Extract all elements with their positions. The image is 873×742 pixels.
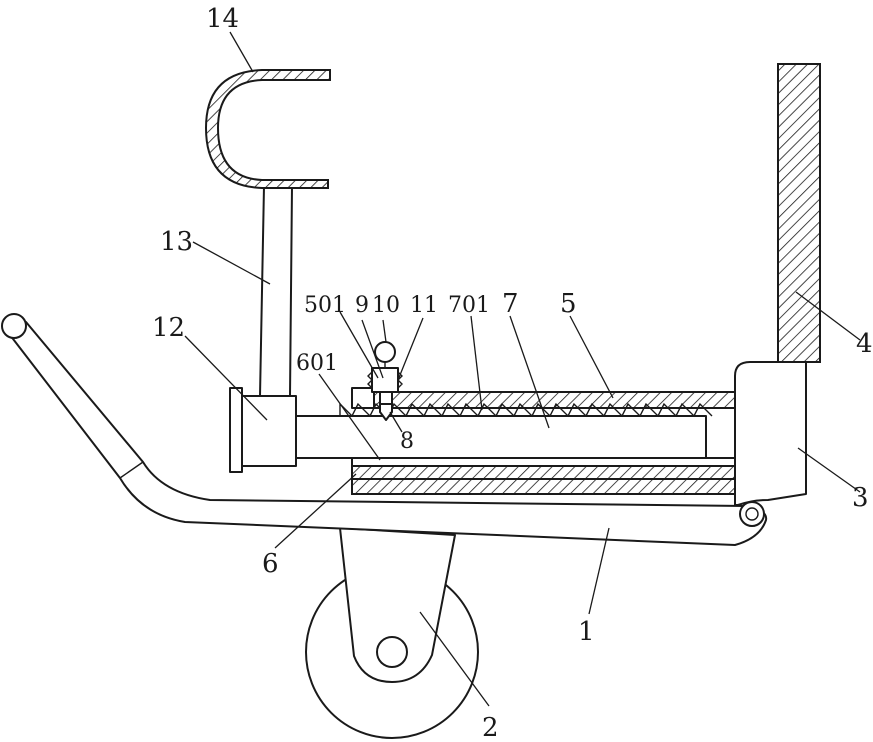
handle-knob bbox=[2, 314, 26, 338]
label-7: 7 bbox=[502, 289, 519, 319]
vertical-post-13 bbox=[260, 186, 292, 396]
plate-mount-501 bbox=[352, 388, 374, 408]
label-5: 5 bbox=[560, 289, 577, 319]
label-11: 11 bbox=[410, 293, 438, 318]
label-14: 14 bbox=[206, 4, 239, 34]
pull-knob-10 bbox=[375, 342, 395, 362]
lower-plate-6b bbox=[352, 479, 735, 494]
label-8: 8 bbox=[400, 429, 414, 454]
end-block bbox=[735, 362, 806, 505]
lower-plate-6 bbox=[352, 466, 735, 479]
clamp-body bbox=[242, 396, 296, 466]
spring-housing-9 bbox=[372, 368, 398, 392]
slide-rail-601 bbox=[352, 458, 735, 466]
wheel-axle bbox=[377, 637, 407, 667]
end-block-3 bbox=[735, 362, 806, 505]
pin-stem-11 bbox=[380, 392, 392, 404]
clamp-plate bbox=[230, 388, 242, 472]
label-4: 4 bbox=[856, 329, 873, 359]
upright-post-4 bbox=[778, 64, 820, 362]
label-701: 701 bbox=[448, 293, 490, 318]
label-6: 6 bbox=[262, 549, 279, 579]
pivot-pin bbox=[740, 502, 764, 526]
label-10: 10 bbox=[372, 293, 400, 318]
slide-rod bbox=[296, 416, 706, 458]
label-601: 601 bbox=[296, 351, 338, 376]
sliding-rod-7 bbox=[296, 404, 712, 458]
label-1: 1 bbox=[578, 617, 595, 647]
label-13: 13 bbox=[160, 227, 193, 257]
label-3: 3 bbox=[852, 483, 869, 513]
hook-14 bbox=[206, 70, 330, 188]
label-12: 12 bbox=[152, 313, 185, 343]
clamp-block-12 bbox=[230, 388, 296, 472]
label-2: 2 bbox=[482, 713, 499, 742]
label-9: 9 bbox=[355, 293, 369, 318]
label-501: 501 bbox=[304, 293, 346, 318]
wheel-assembly bbox=[306, 528, 478, 738]
